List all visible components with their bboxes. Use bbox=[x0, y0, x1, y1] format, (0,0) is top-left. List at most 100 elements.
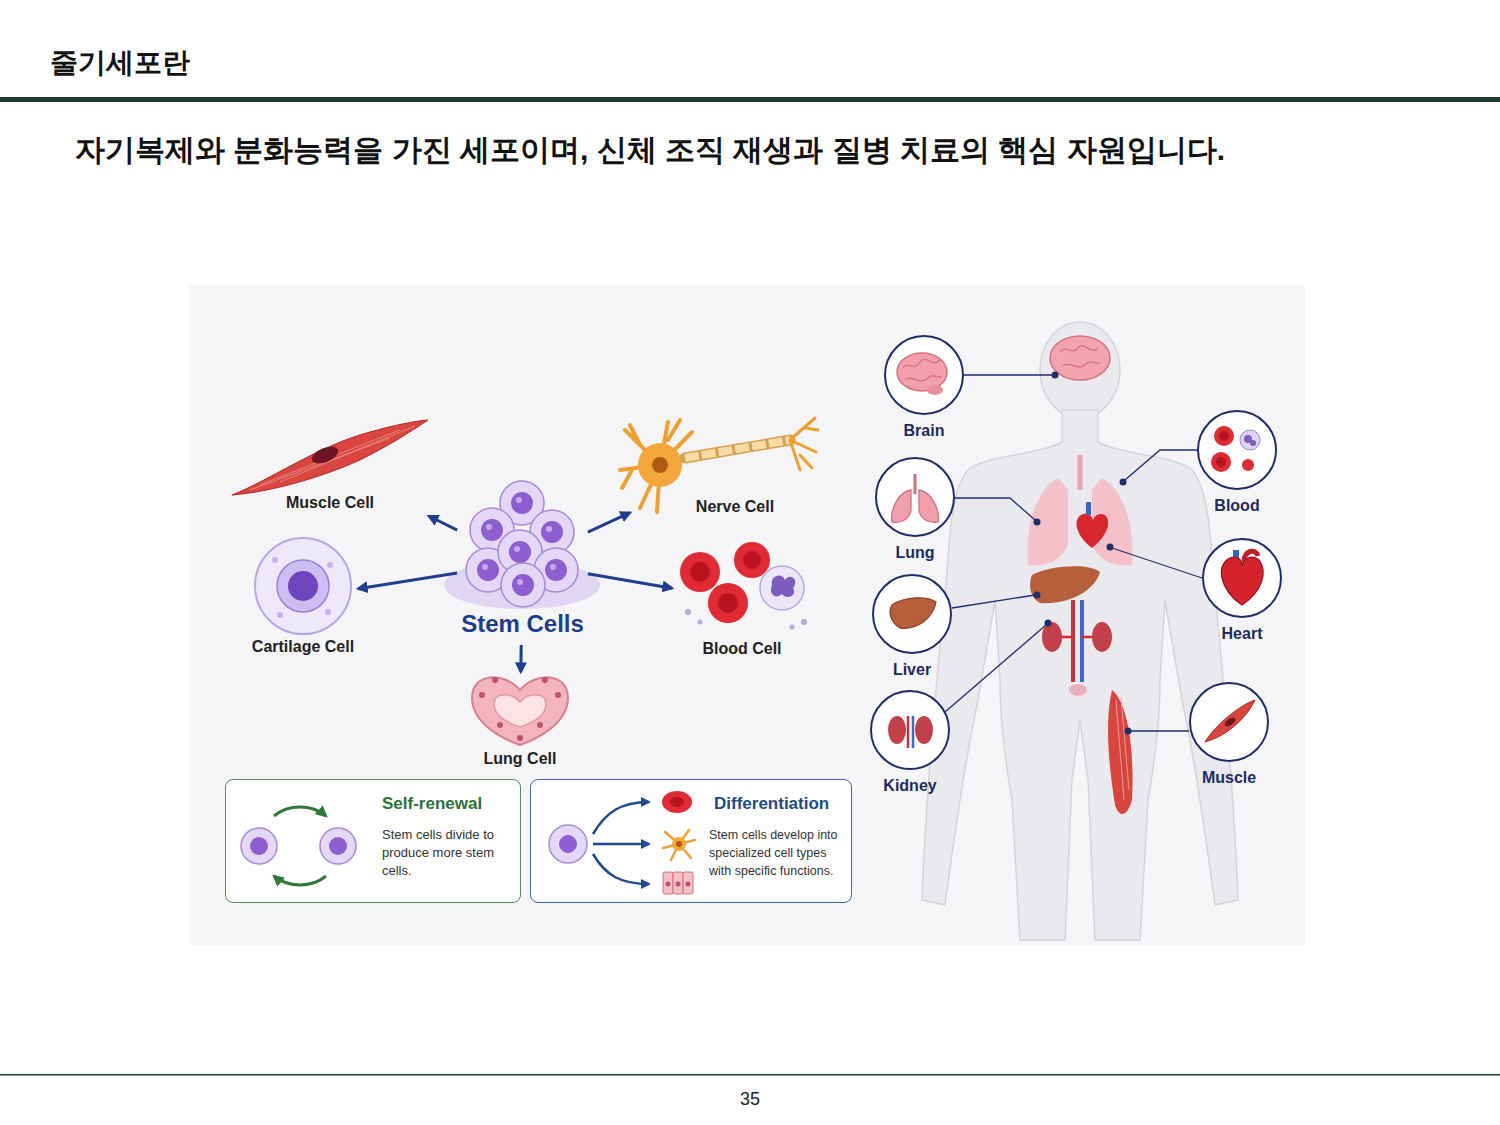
lung-cell-picture bbox=[472, 677, 568, 745]
human-body bbox=[1042, 622, 1062, 652]
differentiation-icon bbox=[686, 882, 691, 887]
human-body bbox=[1092, 478, 1133, 566]
cell-type: Cartilage Cell bbox=[248, 535, 358, 660]
blood-icon bbox=[1216, 457, 1226, 467]
arrow-connector bbox=[429, 516, 457, 530]
leader-dots bbox=[1125, 728, 1132, 735]
nerve-cell-picture bbox=[685, 440, 790, 458]
human-body bbox=[1069, 684, 1087, 696]
self-renewal-icon bbox=[274, 807, 326, 816]
nerve-cell-picture bbox=[620, 418, 818, 512]
cartilage-cell-picture bbox=[277, 560, 329, 612]
cell-label: Blood Cell bbox=[702, 640, 781, 658]
blood-cell-picture bbox=[734, 542, 770, 578]
lung-cell-picture bbox=[555, 692, 561, 698]
kidney-icon bbox=[915, 716, 933, 744]
stem-cell-cluster bbox=[470, 508, 514, 552]
human-body bbox=[922, 322, 1238, 940]
differentiation-icon bbox=[663, 830, 695, 860]
blood-icon bbox=[1240, 430, 1260, 450]
differentiation-icon bbox=[683, 872, 693, 894]
differentiation-icon bbox=[663, 872, 673, 894]
stem-cell-cluster bbox=[466, 548, 510, 592]
muscle-cell-picture bbox=[250, 426, 415, 490]
cartilage-cell-picture bbox=[288, 571, 318, 601]
organ-label: Lung bbox=[895, 544, 934, 562]
blood-cell-picture bbox=[685, 609, 691, 615]
organ-circle-grounds bbox=[1197, 410, 1277, 490]
nerve-cell-picture bbox=[790, 418, 818, 470]
stem-cell-cluster bbox=[498, 530, 542, 574]
blood-cell-picture bbox=[680, 552, 720, 592]
cartilage-cell-picture bbox=[255, 538, 351, 634]
arrow-connector bbox=[588, 574, 672, 588]
lung-cell-picture bbox=[479, 692, 485, 698]
human-body bbox=[1080, 600, 1084, 682]
human-body bbox=[922, 410, 1238, 940]
box-heading: Differentiation bbox=[714, 794, 829, 814]
arrow-connector bbox=[519, 645, 522, 672]
leader-lines bbox=[955, 498, 1035, 520]
leader-dots bbox=[1034, 519, 1041, 526]
cell-label: Cartilage Cell bbox=[252, 638, 354, 656]
header-rule bbox=[0, 97, 1500, 102]
lung-cell-picture bbox=[492, 677, 498, 683]
stem-cell-group: Stem Cells bbox=[457, 480, 588, 645]
blood-icon bbox=[1242, 459, 1254, 471]
arrow-connector bbox=[588, 513, 630, 533]
leader-dots bbox=[1052, 372, 1059, 379]
human-body bbox=[1078, 455, 1083, 490]
cartilage-cell-picture bbox=[272, 557, 278, 563]
lung-cell-picture bbox=[542, 677, 548, 683]
slide-title: 줄기세포란 bbox=[50, 44, 190, 82]
cell-type: Blood Cell bbox=[672, 540, 812, 660]
nerve-cell-picture bbox=[620, 420, 692, 512]
leader-lines bbox=[1130, 730, 1189, 731]
muscle-icon bbox=[1205, 700, 1255, 742]
organ-circle-grounds bbox=[884, 335, 964, 415]
differentiation-icon bbox=[676, 841, 682, 847]
blood-cell-picture bbox=[698, 620, 703, 625]
blood-cell-picture bbox=[801, 619, 807, 625]
leader-lines bbox=[964, 374, 1052, 375]
differentiation-icon bbox=[672, 837, 686, 851]
leader-lines bbox=[952, 595, 1035, 608]
stem-cell-cluster bbox=[500, 481, 544, 525]
organ-circle-grounds bbox=[1202, 538, 1282, 618]
blood-cell-picture bbox=[790, 625, 795, 630]
leader-dots bbox=[1045, 620, 1052, 627]
muscle-icon bbox=[1223, 716, 1236, 728]
muscle-cell-picture bbox=[232, 420, 428, 495]
leader-dots bbox=[1107, 544, 1114, 551]
organ-circle-grounds bbox=[872, 574, 952, 654]
footer-rule bbox=[0, 1074, 1500, 1076]
header-rule bbox=[0, 97, 1500, 102]
self-renewal-icon bbox=[274, 876, 326, 885]
cell-type: Muscle Cell bbox=[230, 418, 430, 516]
lung-icon bbox=[919, 490, 938, 522]
cartilage-cell-picture bbox=[277, 612, 283, 618]
human-body bbox=[1108, 690, 1133, 814]
organ-ring bbox=[872, 574, 952, 654]
lung-cell-picture bbox=[494, 695, 546, 727]
human-body bbox=[1030, 566, 1100, 603]
leader-lines bbox=[1112, 548, 1202, 578]
human-body bbox=[1077, 513, 1109, 548]
self-renewal-icon bbox=[241, 828, 277, 864]
self-renewal-icon bbox=[320, 828, 356, 864]
lung-icon bbox=[892, 474, 939, 522]
liver-icon bbox=[890, 598, 936, 628]
differentiation-icon bbox=[673, 872, 683, 894]
muscle-cell-picture bbox=[232, 420, 428, 495]
arrow-connector bbox=[358, 573, 457, 589]
organ-ring bbox=[1197, 410, 1277, 490]
muscle-icon bbox=[1205, 700, 1255, 742]
cartilage-cell-picture bbox=[255, 538, 351, 634]
leader-dots bbox=[1120, 479, 1127, 486]
heart-icon bbox=[1221, 550, 1263, 605]
heart-icon bbox=[1244, 551, 1258, 562]
